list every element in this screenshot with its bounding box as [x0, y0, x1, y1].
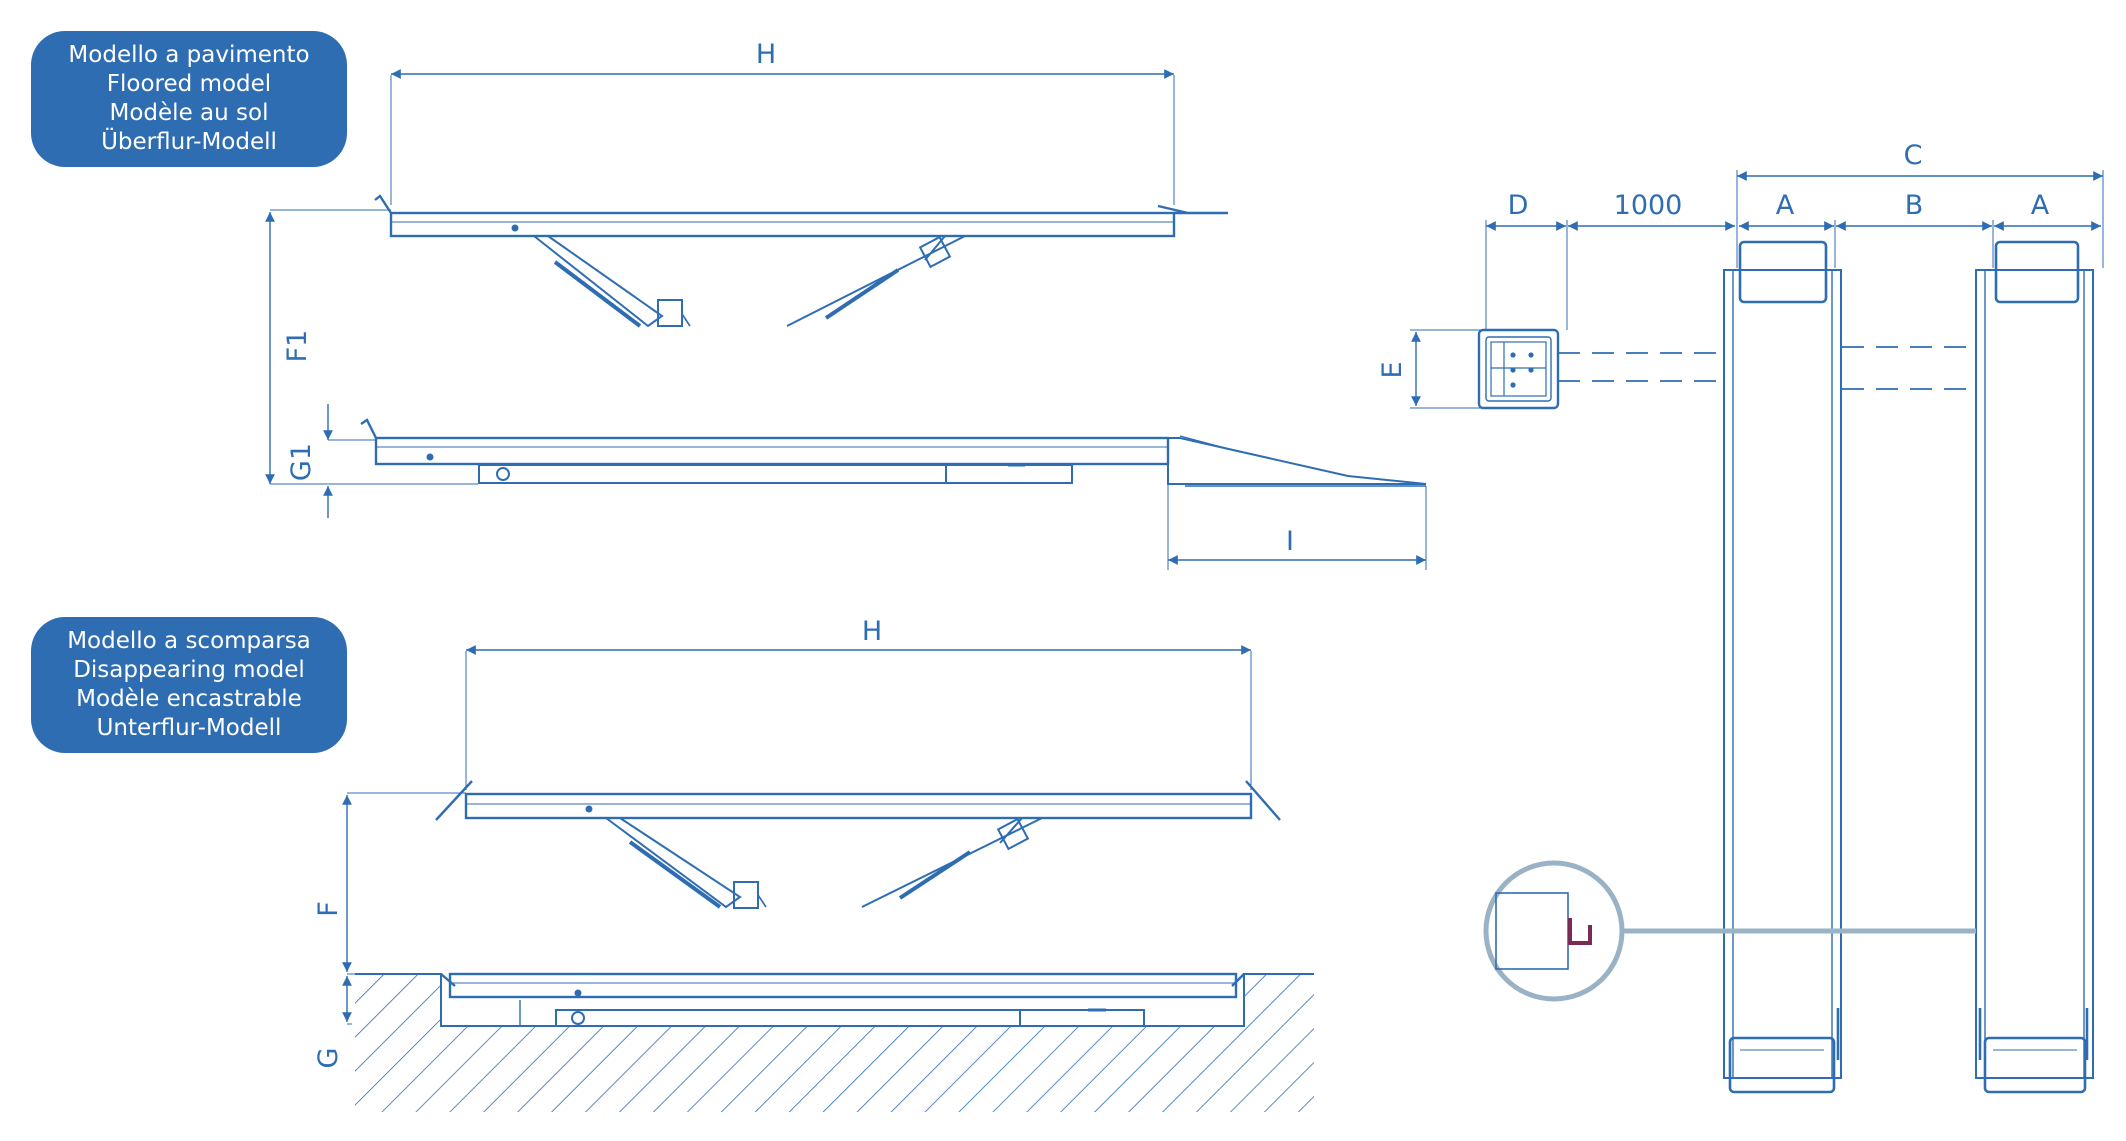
dim-h-top: H: [756, 39, 776, 70]
dim-a-right: A: [2031, 190, 2050, 221]
plan-view: [1410, 170, 2104, 1094]
floored-raised-lift: [374, 69, 1228, 328]
dim-b: B: [1905, 190, 1924, 221]
disappearing-label-fr: Modèle encastrable: [76, 686, 302, 712]
disappearing-label-en: Disappearing model: [73, 657, 305, 683]
dim-a-left: A: [1776, 190, 1795, 221]
dim-e: E: [1377, 361, 1408, 378]
floored-label-it: Modello a pavimento: [68, 42, 310, 68]
disappearing-pit: [355, 972, 1314, 1112]
dimension-labels: H F1 G1 I H F G C D 1000 A B A E: [282, 39, 2050, 1068]
floored-label-en: Floored model: [106, 71, 272, 97]
dim-f: F: [313, 901, 344, 917]
dim-d: D: [1508, 190, 1529, 221]
disappearing-height-dims: [342, 792, 466, 1025]
floored-lowered-lift: [360, 418, 1427, 570]
disappearing-label-de: Unterflur-Modell: [96, 715, 282, 741]
floored-height-dims: [265, 209, 478, 518]
dim-h-bottom: H: [862, 616, 882, 647]
floored-label-de: Überflur-Modell: [101, 129, 277, 155]
dim-1000: 1000: [1614, 190, 1683, 221]
disappearing-model-label: Modello a scomparsa Disappearing model M…: [31, 617, 347, 753]
dim-c: C: [1904, 140, 1923, 171]
detail-callout: [1483, 860, 1976, 1002]
dim-g1: G1: [286, 443, 317, 481]
dim-g: G: [313, 1048, 344, 1069]
dim-f1: F1: [282, 330, 313, 363]
floored-label-fr: Modèle au sol: [109, 100, 269, 126]
disappearing-label-it: Modello a scomparsa: [67, 628, 311, 654]
floored-model-label: Modello a pavimento Floored model Modèle…: [31, 31, 347, 167]
dim-i: I: [1286, 526, 1294, 557]
disappearing-raised-lift: [435, 645, 1281, 909]
